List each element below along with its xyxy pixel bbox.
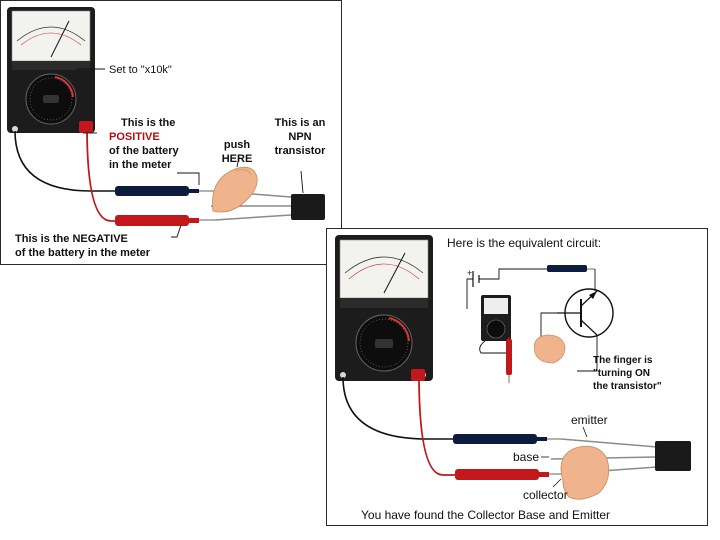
npn-label-2: NPN [288,131,312,143]
red-jack [79,121,93,133]
leader-lines [77,68,304,238]
npn-label-1: This is an [274,117,326,129]
collector-label: collector [523,488,568,502]
positive-line-3: of the battery [109,145,179,157]
negative-prefix: This is the [15,233,73,245]
black-probe [453,434,561,444]
positive-line-1: This is the [121,117,176,129]
multimeter [335,235,433,381]
push-label-2: HERE [221,153,253,165]
red-lead-wire [86,126,119,222]
red-probe [455,469,561,480]
npn-transistor [655,441,691,471]
red-jack [411,369,425,381]
battery-plus-sign: + [467,268,473,278]
equivalent-circuit [466,265,614,383]
npn-label-3: transistor [274,145,326,157]
negative-label-line-2: of the battery in the meter [15,247,151,259]
found-caption: You have found the Collector Base and Em… [361,508,611,522]
black-probe [115,186,215,196]
finger [212,166,258,213]
positive-line-4: in the meter [109,159,172,171]
equivalent-circuit-title: Here is the equivalent circuit: [447,236,602,250]
negative-word: NEGATIVE [72,233,128,245]
positive-word: POSITIVE [109,131,160,143]
finger-note-2: "turning ON [593,368,650,379]
finger-note-1: The finger is [593,355,653,366]
base-label: base [513,450,540,464]
red-lead-wire [418,374,457,476]
push-label-1: push [223,139,251,151]
negative-label-line-1: This is the NEGATIVE [15,233,128,245]
bottom-diagram-panel: + Here is the equivalent circuit: The fi… [326,228,708,526]
npn-transistor [291,194,325,220]
red-probe [115,215,215,226]
small-finger [533,334,566,364]
top-diagram-panel: Set to "x10k" This is the POSITIVE of th… [0,0,342,265]
leader-lines [541,426,588,488]
black-lead-wire [342,376,455,440]
finger [560,445,610,500]
top-diagram-drawing [7,7,325,238]
small-black-probe [547,265,587,272]
bottom-diagram-drawing [335,235,691,500]
small-red-probe [506,339,512,375]
multimeter [7,7,95,133]
emitter-label: emitter [571,413,608,427]
black-lead-wire [14,130,119,192]
set-range-label: Set to "x10k" [109,64,172,76]
battery-symbol [472,271,480,287]
finger-note-3: the transistor" [593,381,662,392]
